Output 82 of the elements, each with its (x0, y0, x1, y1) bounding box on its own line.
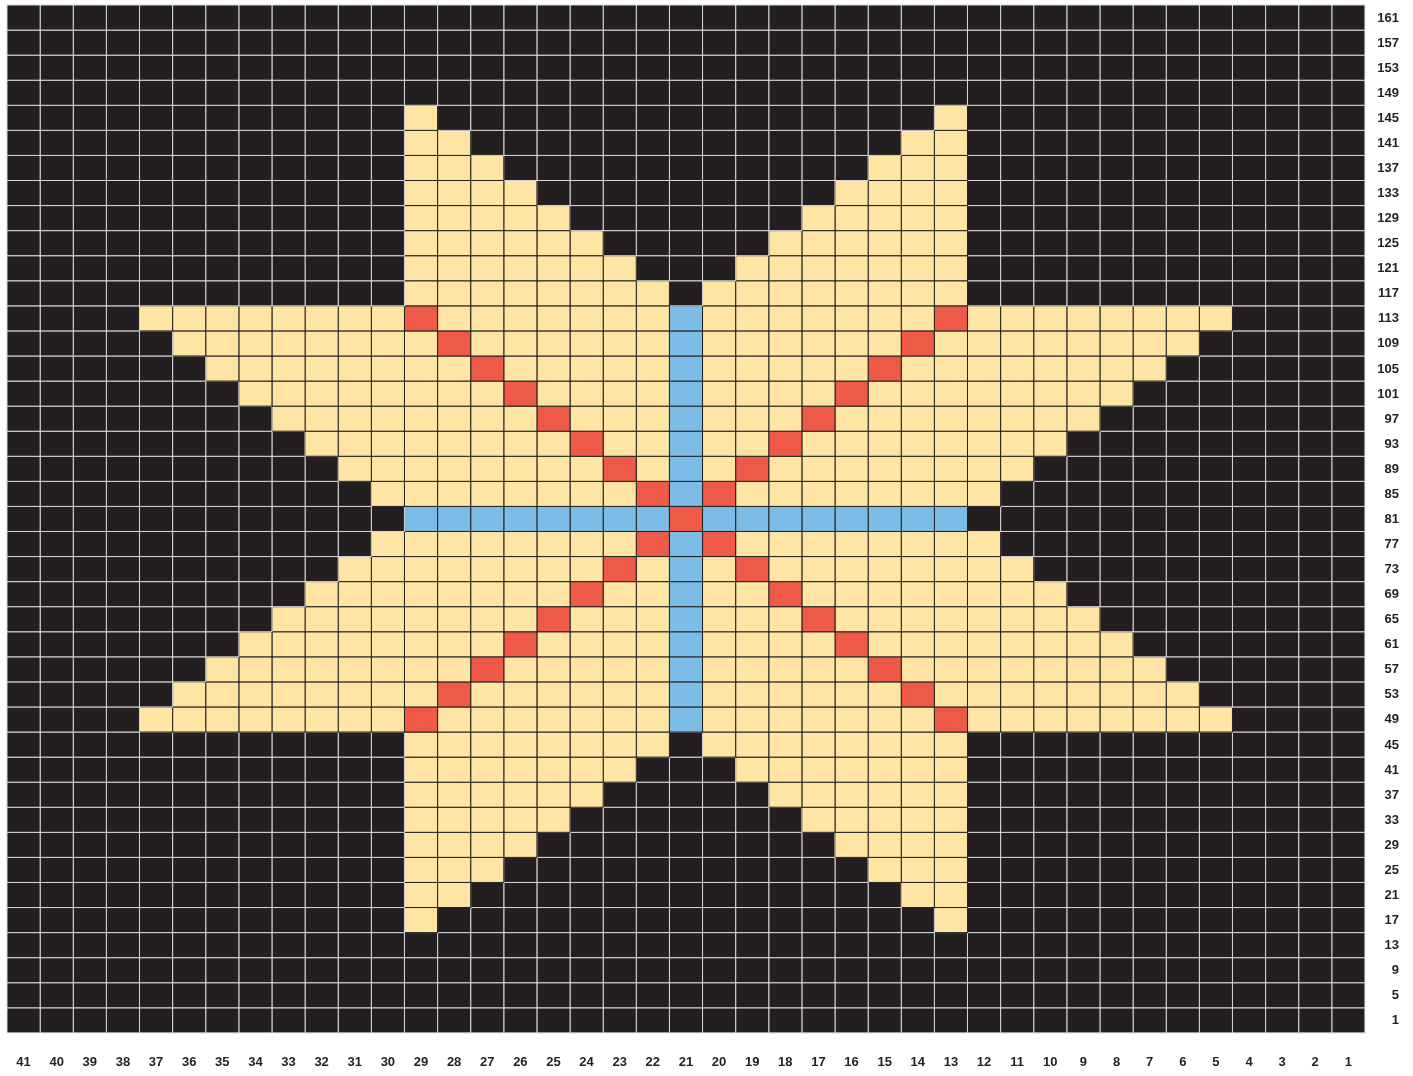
row-number: 61 (1384, 636, 1399, 652)
column-number: 20 (711, 1054, 727, 1069)
column-number: 6 (1179, 1054, 1187, 1069)
column-number: 10 (1043, 1054, 1058, 1069)
row-number: 17 (1384, 912, 1399, 928)
row-number: 149 (1377, 84, 1399, 100)
column-number: 23 (612, 1054, 627, 1069)
row-number: 13 (1384, 937, 1399, 953)
row-number: 85 (1384, 485, 1399, 501)
column-number: 19 (744, 1054, 760, 1069)
column-number: 38 (115, 1054, 131, 1069)
column-number: 34 (248, 1054, 263, 1069)
column-number: 21 (678, 1054, 694, 1069)
row-number: 109 (1377, 335, 1399, 351)
row-number: 89 (1384, 460, 1399, 476)
column-number: 30 (380, 1054, 396, 1069)
row-number: 73 (1384, 561, 1399, 577)
row-number: 97 (1384, 410, 1399, 426)
row-number: 21 (1384, 887, 1399, 902)
row-number: 117 (1378, 285, 1399, 301)
row-number: 93 (1384, 435, 1399, 451)
column-number: 1 (1344, 1054, 1352, 1069)
column-number: 15 (877, 1054, 892, 1069)
column-number: 4 (1245, 1054, 1253, 1069)
row-number: 121 (1377, 260, 1399, 276)
row-number: 161 (1377, 9, 1399, 25)
row-number: 49 (1384, 711, 1399, 727)
column-number: 24 (579, 1054, 594, 1069)
row-number: 81 (1384, 510, 1399, 526)
column-number: 25 (546, 1054, 561, 1069)
row-number: 1 (1391, 1012, 1399, 1028)
column-number: 41 (16, 1054, 31, 1069)
column-number: 17 (811, 1054, 826, 1069)
row-number: 113 (1378, 310, 1399, 326)
column-number: 2 (1311, 1054, 1319, 1069)
row-number: 129 (1377, 210, 1399, 226)
row-number: 25 (1384, 861, 1399, 877)
row-number: 53 (1384, 686, 1399, 702)
row-number: 69 (1384, 586, 1399, 602)
row-number: 45 (1384, 736, 1399, 752)
row-number: 137 (1377, 159, 1399, 175)
column-number: 11 (1010, 1054, 1025, 1069)
column-number: 16 (844, 1054, 859, 1069)
column-number: 26 (513, 1054, 528, 1069)
row-number: 37 (1384, 786, 1399, 802)
column-number: 9 (1079, 1054, 1087, 1069)
row-number: 153 (1377, 59, 1399, 75)
row-number: 141 (1377, 134, 1399, 150)
row-number: 65 (1384, 611, 1399, 627)
column-number: 29 (413, 1054, 429, 1069)
row-number: 41 (1384, 761, 1399, 777)
column-number: 36 (181, 1054, 197, 1069)
column-number: 33 (281, 1054, 296, 1069)
column-number: 27 (480, 1054, 495, 1069)
row-number: 77 (1384, 536, 1399, 551)
row-number: 145 (1377, 109, 1399, 125)
row-number: 125 (1377, 235, 1399, 251)
column-number: 18 (778, 1054, 793, 1069)
row-number: 33 (1384, 811, 1399, 827)
column-number: 31 (347, 1054, 362, 1069)
column-number: 7 (1146, 1054, 1154, 1069)
column-number: 40 (49, 1054, 64, 1069)
column-number: 35 (215, 1054, 230, 1069)
column-number: 12 (976, 1054, 992, 1069)
column-number: 5 (1212, 1054, 1220, 1069)
column-number: 37 (148, 1054, 164, 1069)
row-number: 57 (1384, 661, 1399, 677)
column-number: 32 (314, 1054, 329, 1069)
row-number: 133 (1377, 185, 1399, 200)
column-number: 3 (1278, 1054, 1286, 1069)
column-number: 28 (446, 1054, 462, 1069)
column-number: 39 (82, 1054, 98, 1069)
row-number: 5 (1391, 987, 1399, 1003)
row-number: 157 (1377, 34, 1399, 50)
column-number: 14 (910, 1054, 926, 1069)
row-number: 105 (1377, 360, 1399, 376)
column-number: 8 (1112, 1054, 1121, 1069)
row-number: 9 (1391, 962, 1399, 978)
row-number: 101 (1377, 385, 1399, 401)
column-number: 13 (943, 1054, 959, 1069)
column-number: 22 (645, 1054, 661, 1069)
row-number: 29 (1384, 836, 1399, 852)
